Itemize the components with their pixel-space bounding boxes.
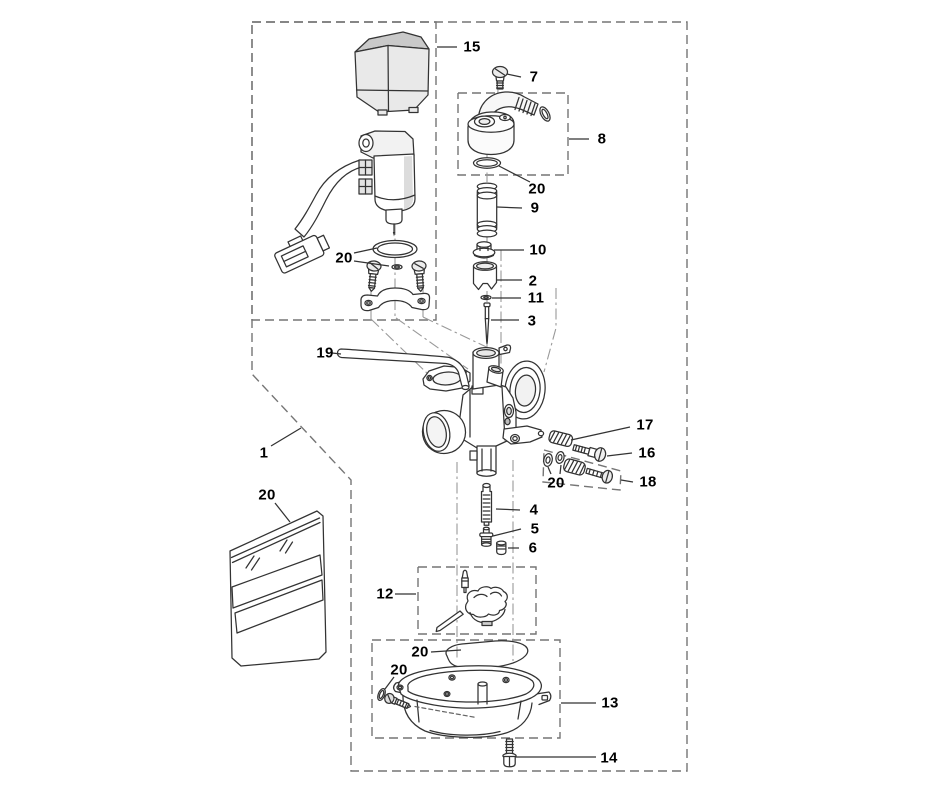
group-box-8: [457, 92, 569, 176]
leader-19-9: [331, 352, 342, 355]
part-5-main-jet: [479, 526, 494, 547]
part-1-carburetor-body: [421, 344, 546, 477]
choke-washer: [391, 264, 403, 270]
group-box-13: [371, 639, 561, 739]
bowl-gasket: [445, 640, 529, 669]
leader-20-10: [353, 260, 390, 267]
part-12-float-set: [435, 569, 508, 633]
float-pin: [435, 610, 464, 633]
leader-5-17: [492, 528, 522, 537]
leader-lines-layer: [270, 46, 634, 758]
leader-20-15: [547, 466, 552, 475]
centerline-11: [370, 318, 432, 378]
leader-20-3: [498, 165, 531, 183]
choke-screw-left: [366, 260, 382, 292]
part-17-spring: [548, 430, 574, 447]
part-8-starter-plunger-cap: [467, 91, 551, 169]
group-boxes-layer: [251, 21, 688, 772]
leader-18-14: [620, 479, 634, 483]
drain-o-ring: [377, 688, 386, 701]
leader-9-4: [496, 206, 523, 209]
group-box-15: [251, 21, 437, 321]
drain-screw: [384, 692, 412, 709]
leader-7-1: [506, 73, 522, 78]
part-15-auto-choke-unit: [274, 31, 431, 312]
float-needle-valve: [461, 569, 469, 579]
group-box-12: [417, 566, 537, 635]
group-box-18: [542, 449, 622, 491]
leader-4-16: [495, 508, 521, 511]
leader-16-13: [606, 452, 633, 457]
leader-20-15: [559, 464, 562, 475]
leader-20-10: [353, 247, 378, 254]
part-7-screw: [491, 65, 509, 90]
leader-20-22: [384, 676, 395, 690]
part-13-float-bowl: [377, 665, 552, 738]
part-20-gasket-bag: [229, 510, 327, 667]
float: [465, 586, 508, 618]
leader-20-20: [274, 502, 291, 523]
part-14-bowl-screw: [502, 738, 517, 768]
choke-wire-connector: [274, 234, 331, 274]
part-9-throttle-spring: [476, 182, 498, 238]
part-2-throttle-slide: [472, 261, 498, 291]
main-assembly-boundary: [251, 21, 688, 772]
part-6-pilot-jet: [496, 540, 507, 556]
part-18-pilot-screw-set: [543, 450, 614, 484]
leader-17-12: [570, 426, 631, 441]
diagram-artwork: [229, 31, 614, 768]
cap-end-ring: [539, 106, 551, 122]
part-19-starter-lever: [336, 348, 470, 391]
part-16-stop-screw: [572, 444, 607, 462]
leader-1-11: [270, 427, 302, 447]
choke-clamp-bracket: [360, 287, 431, 312]
part-3-jet-needle: [483, 302, 491, 345]
centerline-12: [395, 317, 469, 370]
part-4-needle-jet: [480, 482, 493, 526]
centerline-13: [422, 316, 498, 353]
leader-20-21: [430, 649, 462, 653]
centerline-6: [543, 288, 557, 373]
choke-screw-right: [411, 260, 427, 293]
part-11-needle-clip: [480, 294, 492, 301]
part-10-spring-seat: [472, 241, 496, 259]
